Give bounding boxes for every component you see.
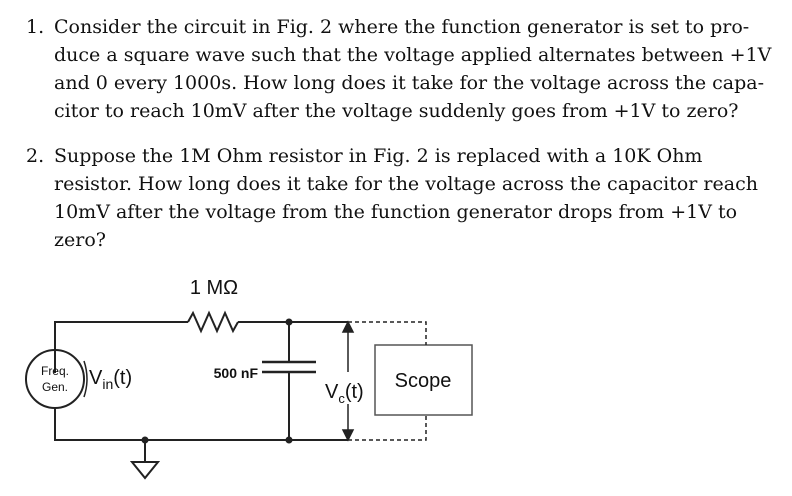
vin-main: V	[89, 367, 103, 389]
probe-lead-bottom	[348, 415, 427, 441]
function-generator-circle	[25, 349, 85, 409]
node-ground	[141, 436, 149, 444]
capacitor-label: 500 nF	[214, 365, 259, 381]
resistor-symbol	[187, 310, 239, 334]
ground-symbol	[129, 461, 161, 480]
problem-line: citor to reach 10mV after the voltage su…	[54, 100, 739, 122]
resistor-label: 1 MΩ	[190, 277, 238, 299]
problem-line: and 0 every 1000s. How long does it take…	[54, 72, 765, 94]
problem-text: Suppose the 1M Ohm resistor in Fig. 2 is…	[54, 142, 774, 254]
vc-arrow-head-top	[341, 320, 355, 333]
vin-bracket	[83, 360, 88, 398]
vc-main: V	[325, 381, 339, 403]
problem-line: 10mV after the voltage from the function…	[54, 201, 738, 223]
vin-suffix: (t)	[113, 367, 132, 389]
vc-arrow-head-bottom	[341, 429, 355, 442]
vin-label: Vin(t)	[89, 367, 132, 392]
vc-label: Vc(t)	[325, 381, 364, 406]
node-top	[285, 318, 293, 326]
problem-text: Consider the circuit in Fig. 2 where the…	[54, 13, 774, 125]
vin-sub: in	[102, 376, 113, 392]
scope-box	[374, 344, 473, 416]
problem-line: resistor. How long does it take for the …	[54, 173, 758, 195]
probe-lead-top	[348, 321, 427, 345]
vc-sub: c	[338, 391, 345, 406]
problem-line: Consider the circuit in Fig. 2 where the…	[54, 16, 750, 38]
problem-line: Suppose the 1M Ohm resistor in Fig. 2 is…	[54, 145, 703, 167]
vc-suffix: (t)	[345, 381, 364, 403]
problem-number: 2.	[26, 145, 45, 167]
wire-top-left	[54, 321, 188, 373]
problem-line: duce a square wave such that the voltage…	[54, 44, 772, 66]
scope-label: Scope	[395, 370, 452, 392]
source-label-freq: Freq.	[41, 364, 69, 378]
problem-line: zero?	[54, 229, 106, 251]
node-bottom	[285, 436, 293, 444]
source-label-gen: Gen.	[42, 380, 68, 394]
wire-bottom	[54, 407, 348, 441]
problem-number: 1.	[26, 16, 45, 38]
